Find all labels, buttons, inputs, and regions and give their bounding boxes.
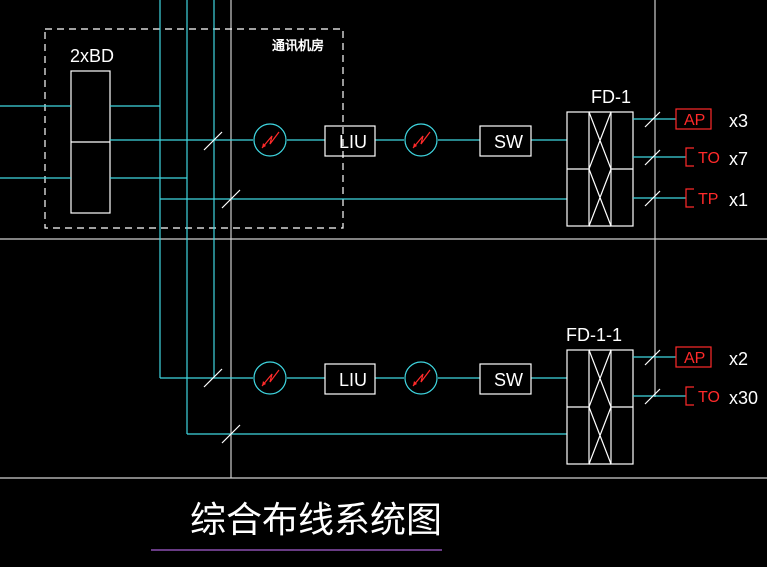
comm-room-boundary <box>44 28 344 229</box>
row1-converter-2 <box>404 123 438 157</box>
vertical-risers <box>159 0 215 434</box>
fd11-distributor <box>566 349 634 465</box>
svg-text:TP: TP <box>698 191 718 208</box>
fd11-ap-outlet <box>675 346 712 368</box>
row2-liu-label: LIU <box>339 370 367 390</box>
converter-icon <box>404 361 438 395</box>
row1-liu-label: LIU <box>339 132 367 152</box>
converter-icon <box>253 361 287 395</box>
fd1-distributor <box>566 111 634 227</box>
fd11-to-outlet <box>685 386 694 406</box>
svg-text:TO: TO <box>698 150 720 167</box>
fd1-tp-outlet <box>685 188 694 208</box>
fd1-ap-qty: x3 <box>729 111 748 131</box>
fd11-to-qty: x30 <box>729 388 758 408</box>
fd1-to-qty: x7 <box>729 149 748 169</box>
converter-icon <box>404 123 438 157</box>
fd1-label: FD-1 <box>591 87 631 107</box>
row1-sw-label: SW <box>494 132 523 152</box>
row2-converter-2 <box>404 361 438 395</box>
row1-liu-box <box>324 125 376 157</box>
converter-icon <box>253 123 287 157</box>
svg-text:TO: TO <box>698 389 720 406</box>
frame-lines <box>0 0 767 479</box>
fd11-label: FD-1-1 <box>566 325 622 345</box>
row1-sw-box <box>479 125 532 157</box>
svg-text:AP: AP <box>684 350 705 367</box>
comm-room-label: 通讯机房 <box>272 38 324 54</box>
diagram-title: 综合布线系统图 <box>190 500 442 541</box>
bd-label: 2xBD <box>70 46 114 66</box>
row2-converter-1 <box>253 361 287 395</box>
row2-liu-box <box>324 363 376 395</box>
svg-text:AP: AP <box>684 112 705 129</box>
row2-sw-label: SW <box>494 370 523 390</box>
fd1-tp-qty: x1 <box>729 190 748 210</box>
row2-sw-box <box>479 363 532 395</box>
fd1-to-outlet <box>685 147 694 167</box>
row1-converter-1 <box>253 123 287 157</box>
fd11-ap-qty: x2 <box>729 349 748 369</box>
fd1-ap-outlet <box>675 108 712 130</box>
